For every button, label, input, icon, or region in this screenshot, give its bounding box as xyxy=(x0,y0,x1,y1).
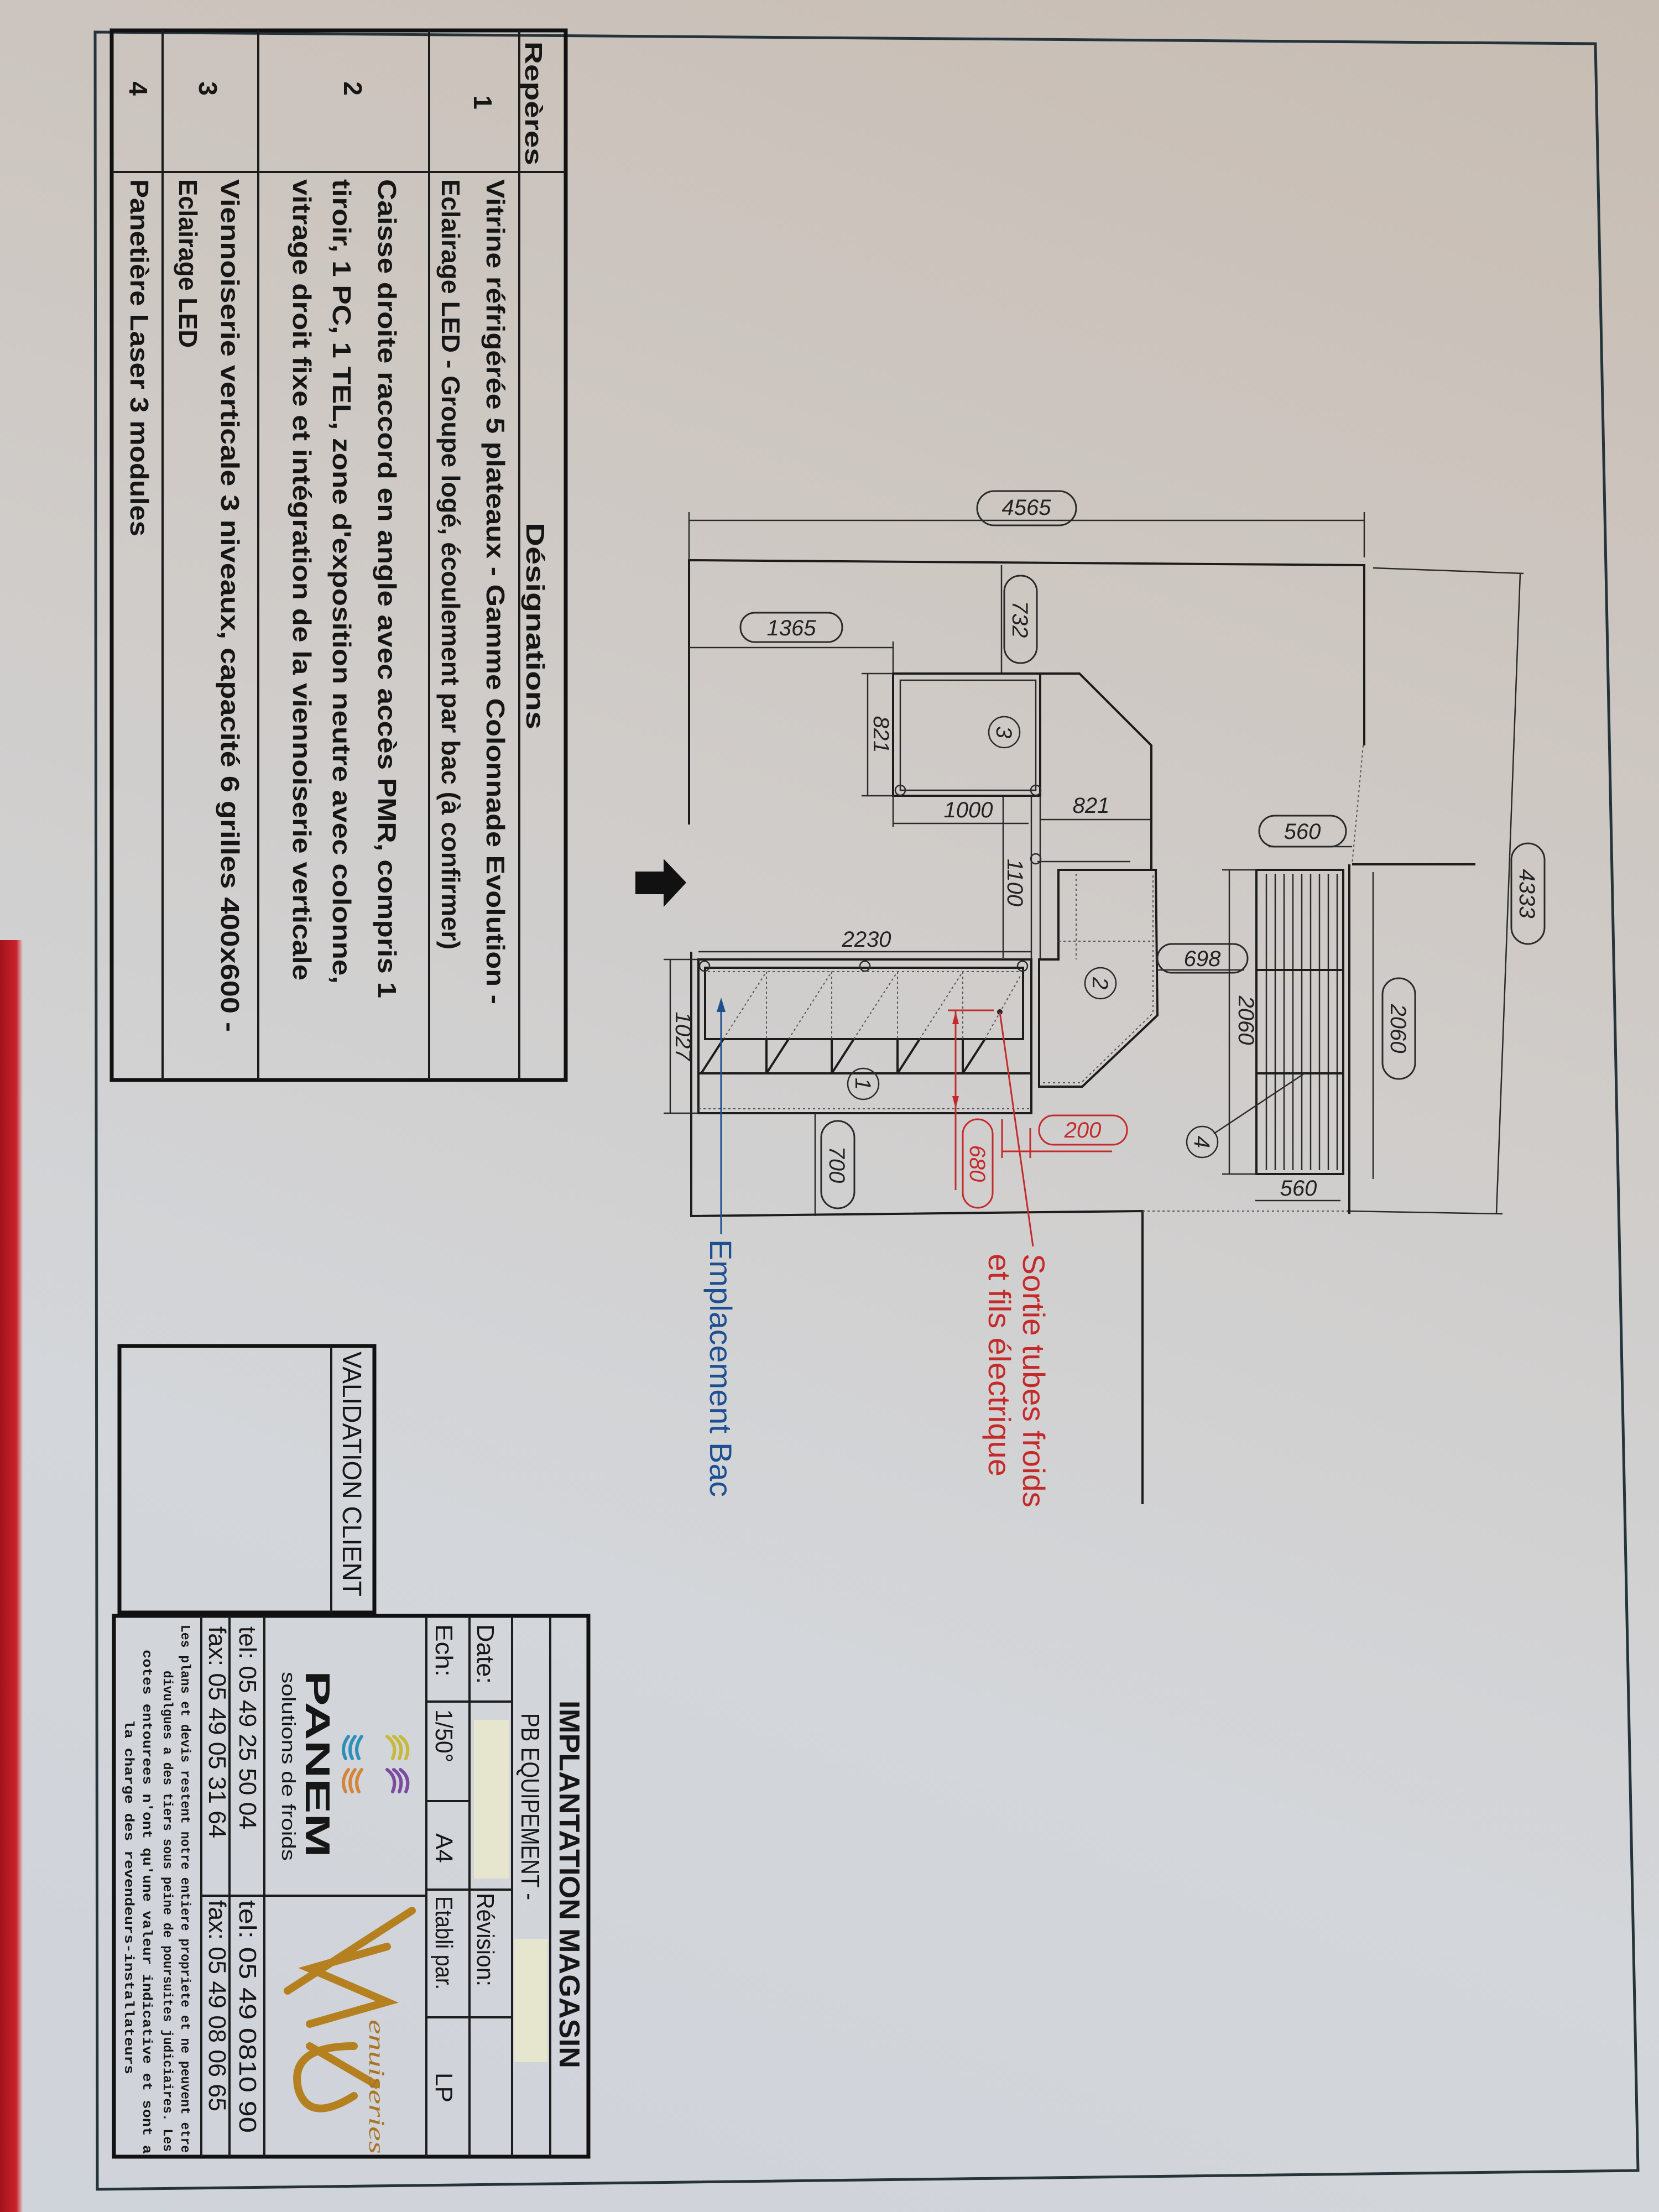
marker-4: 4 xyxy=(1190,1136,1214,1148)
legend-row-2-line-2: tiroir, 1 PC, 1 TEL, zone d'exposition n… xyxy=(327,179,356,984)
dim-label-560-bottom: 560 xyxy=(1280,1176,1317,1201)
etabli-value: LP xyxy=(430,2073,457,2103)
disclaimer-line-2: divulgues a des tiers sous peine de pour… xyxy=(159,1671,174,2152)
floor-plan: 4565 4333 1365 732 xyxy=(635,490,1546,1507)
dim-label-698: 698 xyxy=(1184,947,1221,971)
dim-label-200: 200 xyxy=(1064,1118,1102,1142)
dim-label-700: 700 xyxy=(825,1146,849,1183)
dim-label-680: 680 xyxy=(965,1145,989,1182)
dimension-4333: 4333 xyxy=(1346,567,1546,1215)
dimension-732: 732 xyxy=(1000,565,1038,674)
dim-label-4333: 4333 xyxy=(1515,869,1539,919)
revision-label: Révision: xyxy=(472,1893,499,1986)
validation-client-box[interactable]: VALIDATION CLIENT xyxy=(117,1344,377,1615)
tel-right: tel: 05 49 0810 90 xyxy=(234,1900,261,2133)
disclaimer-line-1: Les plans et devis restent notre entiere… xyxy=(177,1625,192,2153)
legend-row-1-line-1: Vitrine réfrigérée 5 plateaux - Gamme Co… xyxy=(481,179,510,1004)
dim-label-560-top: 560 xyxy=(1284,820,1321,844)
dimension-4565: 4565 xyxy=(688,490,1365,560)
format-value: A4 xyxy=(430,1833,457,1863)
scale-value: 1/50° xyxy=(430,1709,457,1762)
panem-tagline: solutions de froids xyxy=(278,1672,299,1861)
legend-row-3-num: 3 xyxy=(194,81,222,96)
fax-right: fax: 05 49 08 06 65 xyxy=(204,1900,231,2111)
marker-1: 1 xyxy=(851,1078,875,1090)
legend-row-4-num: 4 xyxy=(124,81,153,96)
dim-label-4565: 4565 xyxy=(1002,495,1052,520)
legend-row-2-line-1: Caisse droite raccord en angle avec accè… xyxy=(373,179,401,998)
legend-row-3-line-2: Eclairage LED xyxy=(174,179,202,348)
legend-row-3-line-1: Viennoiserie verticale 3 niveaux, capaci… xyxy=(216,179,244,1032)
sortie-tubes-annotation: 680 200 Sortie tubes froids et fils élec… xyxy=(948,1009,1128,1507)
item-2-caisse: 2 xyxy=(1038,869,1159,1088)
dim-label-2060-left: 2060 xyxy=(1234,995,1258,1045)
validation-client-label: VALIDATION CLIENT xyxy=(337,1352,366,1597)
dim-label-1000: 1000 xyxy=(944,798,993,822)
dim-label-2060-right: 2060 xyxy=(1386,1004,1410,1053)
title-block: IMPLANTATION MAGASIN PB EQUIPEMENT - Dat… xyxy=(112,1614,591,2159)
legend-row-2-line-3: vitrage droit fixe et intégration de la … xyxy=(288,179,316,980)
dimension-1365: 1365 xyxy=(689,612,894,674)
marker-2: 2 xyxy=(1088,977,1112,989)
legend-table: Repères Désignations 1 Vitrine réfrigéré… xyxy=(109,28,568,1082)
emplacement-bac-annotation: Emplacement Bac xyxy=(703,998,738,1497)
sheet-frame xyxy=(93,30,1640,2191)
legend-header-reperes: Repères xyxy=(520,41,547,165)
legend-row-1-line-2: Eclairage LED - Groupe logé, écoulement … xyxy=(436,179,465,950)
dim-label-2230: 2230 xyxy=(842,927,891,952)
item-3-viennoiserie: 3 xyxy=(892,672,1042,797)
menuiseries-text: enuiseries xyxy=(364,2020,389,2154)
sortie-label-line-2: et fils électrique xyxy=(982,1254,1017,1477)
dim-label-821-horizontal: 821 xyxy=(1073,794,1110,818)
ech-label: Ech: xyxy=(430,1624,457,1677)
disclaimer-line-4: la charge des revendeurs-installateurs xyxy=(121,1720,135,2074)
dim-label-1100: 1100 xyxy=(1003,859,1027,906)
red-table-edge xyxy=(0,940,23,2212)
entrance-arrow-icon xyxy=(635,859,686,907)
dim-label-1027: 1027 xyxy=(671,1012,695,1062)
panem-name: PANEM xyxy=(298,1671,336,1858)
dim-label-1365: 1365 xyxy=(767,616,817,640)
panem-icon xyxy=(342,1735,410,1793)
item-1-vitrine: 1 xyxy=(697,958,1032,1114)
marker-3: 3 xyxy=(992,726,1016,738)
date-label: Date: xyxy=(472,1624,499,1684)
panem-logo: PANEM solutions de froids xyxy=(278,1671,410,1861)
title-block-title: IMPLANTATION MAGASIN xyxy=(553,1700,585,2068)
item-4-panetiere: 4 xyxy=(1186,864,1350,1214)
legend-row-1-num: 1 xyxy=(468,95,497,109)
room-walls xyxy=(688,559,1475,1504)
dim-label-821-vertical: 821 xyxy=(869,716,893,753)
legend-header-designations: Désignations xyxy=(521,523,550,729)
client-name-redacted xyxy=(514,1939,547,2062)
legend-row-2-num: 2 xyxy=(338,81,367,96)
date-value-redacted xyxy=(474,1720,509,1879)
title-block-client: PB EQUIPEMENT - xyxy=(516,1713,545,1900)
fax-left: fax: 05 49 05 31 64 xyxy=(204,1626,231,1838)
dim-label-732: 732 xyxy=(1008,601,1032,638)
disclaimer-line-3: cotes entourees n'ont qu'une valeur indi… xyxy=(139,1650,154,2154)
etabli-label: Etabli par. xyxy=(430,1896,457,1990)
sortie-label-line-1: Sortie tubes froids xyxy=(1016,1254,1051,1507)
menuiseries-2p-logo: enuiseries xyxy=(284,1907,416,2154)
emplacement-bac-label: Emplacement Bac xyxy=(703,1239,738,1497)
tel-left: tel: 05 49 25 50 04 xyxy=(234,1626,261,1829)
legend-row-4-line-1: Panetière Laser 3 modules xyxy=(125,179,154,536)
